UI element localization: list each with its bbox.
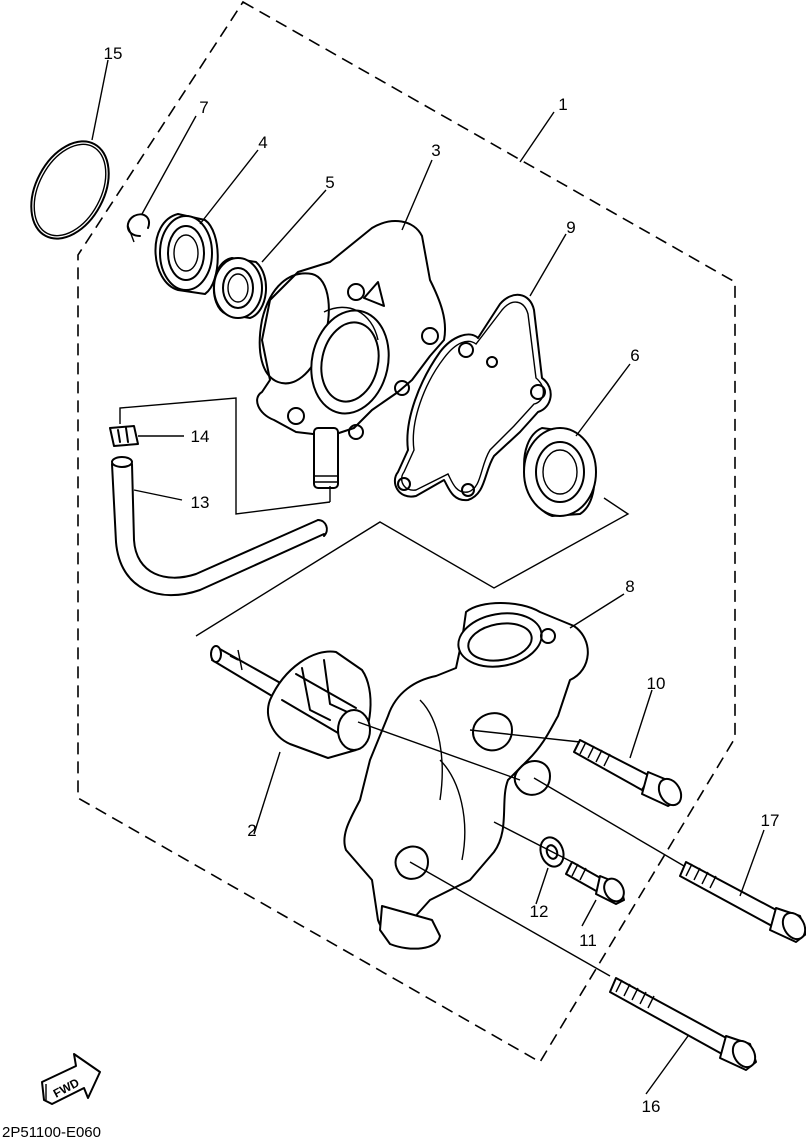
part-11-bolt <box>565 861 625 905</box>
part-16-bolt <box>609 977 757 1071</box>
callout-5: 5 <box>325 173 334 192</box>
callout-4: 4 <box>258 133 267 152</box>
callout-13: 13 <box>191 493 210 512</box>
callout-2: 2 <box>247 821 256 840</box>
part-7-circlip <box>126 213 150 243</box>
part-10-bolt <box>573 739 683 807</box>
assembly-lines <box>119 397 685 977</box>
part-2-impeller-shaft <box>210 645 372 759</box>
diagram-code: 2P51100-E060 <box>2 1124 101 1140</box>
callout-15: 15 <box>104 44 123 63</box>
assembly-boundary <box>77 0 736 1064</box>
callout-17: 17 <box>761 811 780 830</box>
callout-3: 3 <box>431 141 440 160</box>
part-17-bolt <box>679 861 806 943</box>
callout-9: 9 <box>566 218 575 237</box>
callout-14: 14 <box>191 427 210 446</box>
callout-16: 16 <box>642 1097 661 1116</box>
callout-labels: 1 2 3 4 5 6 7 8 9 10 11 12 13 14 15 16 1… <box>104 44 780 1116</box>
part-5-oil-seal <box>213 257 268 319</box>
part-15-o-ring <box>30 140 110 240</box>
callout-8: 8 <box>625 577 634 596</box>
callout-7: 7 <box>199 98 208 117</box>
callout-12: 12 <box>530 902 549 921</box>
part-3-housing-cover <box>256 220 446 489</box>
part-9-gasket <box>393 294 552 502</box>
leader-lines <box>91 59 765 1095</box>
part-8-pump-housing <box>343 602 589 950</box>
part-4-bearing <box>154 213 219 295</box>
part-6-bearing <box>523 427 597 517</box>
part-14-hose-clamp <box>109 425 139 447</box>
callout-11: 11 <box>579 931 597 950</box>
part-13-hose <box>111 456 328 597</box>
fwd-arrow-icon: FWD <box>41 1053 101 1105</box>
callout-6: 6 <box>630 346 639 365</box>
callout-1: 1 <box>558 95 567 114</box>
callout-10: 10 <box>647 674 666 693</box>
